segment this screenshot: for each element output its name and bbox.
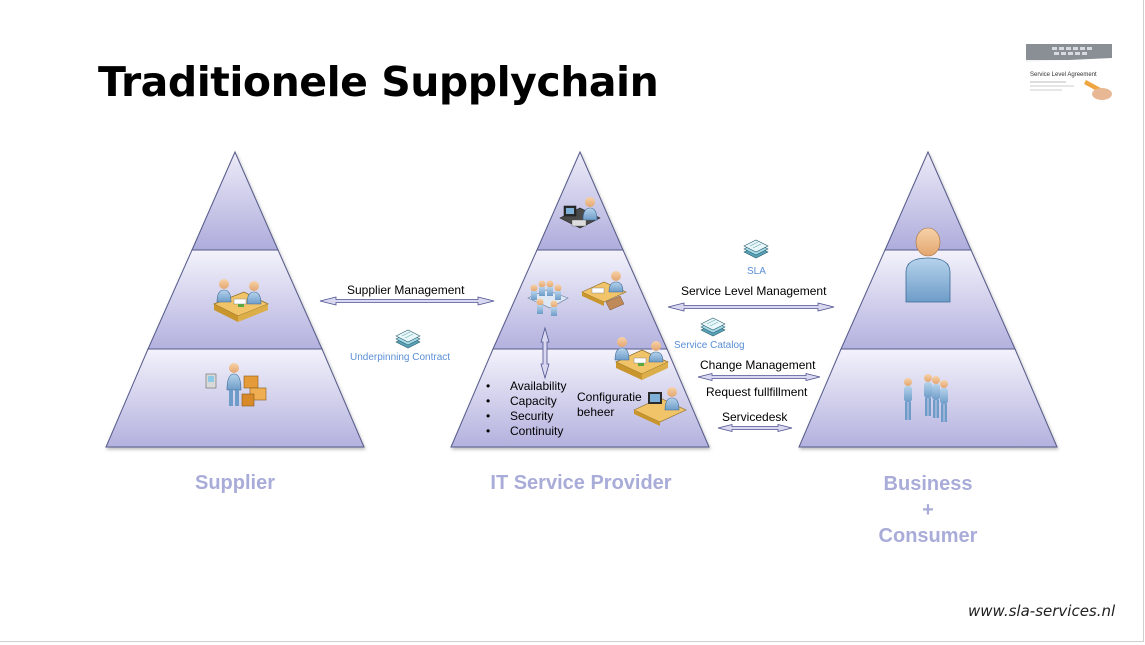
website-footer: www.sla-services.nl [968, 602, 1116, 620]
underpinning-contract-document-icon [395, 329, 421, 349]
underpinning-contract-label: Underpinning Contract [350, 352, 451, 363]
sla-document-icon [743, 239, 769, 259]
internal-vertical-arrow [540, 326, 550, 380]
meeting-people-icon [213, 279, 269, 322]
supplier-role-label: Supplier [194, 472, 275, 494]
sla-label: SLA [747, 266, 766, 277]
thumbnail-heading: Service Level Agreement [1030, 72, 1097, 78]
servicedesk-arrow [717, 423, 793, 433]
supplier-management-arrow [319, 296, 495, 306]
bullet-security: Security [486, 409, 566, 424]
service-catalog-label: Service Catalog [674, 340, 745, 351]
business-role-line3: Consumer [878, 525, 978, 547]
beheer-label: beheer [577, 405, 615, 419]
change-management-label: Change Management [700, 358, 816, 372]
business-role-line2: + [922, 499, 934, 521]
user-bust-icon [905, 227, 951, 303]
team-meeting-icon [527, 280, 569, 316]
service-level-management-arrow [667, 302, 835, 312]
bullet-continuity: Continuity [486, 424, 566, 439]
handshake-desk-icon [581, 271, 627, 311]
supplier-management-label: Supplier Management [347, 283, 465, 297]
slide-title: Traditionele Supplychain [98, 58, 659, 106]
request-fulfillment-label: Request fullfillment [706, 385, 808, 399]
sla-document-photo: Service Level Agreement [1026, 44, 1112, 100]
provider-role-label: IT Service Provider [490, 472, 672, 494]
provider-process-list: Availability Capacity Security Continuit… [486, 379, 566, 439]
business-role-line1: Business [883, 473, 973, 495]
desk-discussion-icon [614, 337, 669, 380]
computer-user-icon [633, 387, 687, 426]
configuratie-label: Configuratie [577, 390, 642, 404]
service-level-management-label: Service Level Management [681, 284, 827, 298]
change-management-arrow [697, 372, 821, 382]
business-role-label: Business + Consumer [848, 471, 1008, 549]
bullet-availability: Availability [486, 379, 566, 394]
service-catalog-document-icon [700, 317, 726, 337]
bullet-capacity: Capacity [486, 394, 566, 409]
worker-boxes-icon [205, 363, 267, 407]
group-people-icon [904, 374, 948, 422]
desk-worker-icon [559, 197, 601, 229]
servicedesk-label: Servicedesk [722, 410, 788, 424]
